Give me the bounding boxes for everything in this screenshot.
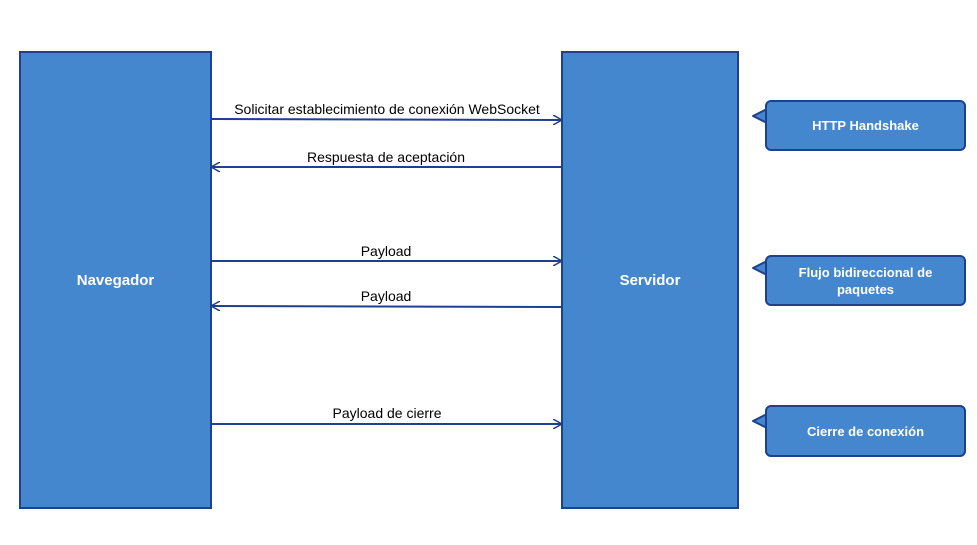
phase-label-bidirectional: Flujo bidireccional de paquetes bbox=[798, 264, 933, 297]
message-arrow-payload-to-client bbox=[212, 306, 562, 307]
message-arrow-handshake-request bbox=[211, 119, 561, 120]
phase-callout-close: Cierre de conexión bbox=[765, 405, 966, 457]
phase-callout-tail-handshake bbox=[752, 108, 768, 124]
phase-callout-tail-close bbox=[752, 413, 768, 429]
browser-label: Navegador bbox=[76, 271, 155, 289]
message-label-handshake-response: Respuesta de aceptación bbox=[307, 149, 465, 165]
phase-callout-bidirectional: Flujo bidireccional de paquetes bbox=[765, 255, 966, 306]
message-label-payload-to-server: Payload bbox=[360, 243, 412, 259]
server-label: Servidor bbox=[619, 271, 681, 289]
message-label-payload-to-client: Payload bbox=[360, 288, 412, 304]
browser-lifeline-box: Navegador bbox=[19, 51, 212, 509]
phase-callout-tail-bidirectional bbox=[752, 260, 768, 276]
message-label-handshake-request: Solicitar establecimiento de conexión We… bbox=[234, 101, 540, 117]
server-lifeline-box: Servidor bbox=[561, 51, 739, 509]
message-label-close-payload: Payload de cierre bbox=[332, 405, 442, 421]
phase-label-handshake: HTTP Handshake bbox=[812, 118, 919, 133]
phase-label-close: Cierre de conexión bbox=[806, 423, 925, 439]
phase-callout-handshake: HTTP Handshake bbox=[765, 100, 966, 151]
